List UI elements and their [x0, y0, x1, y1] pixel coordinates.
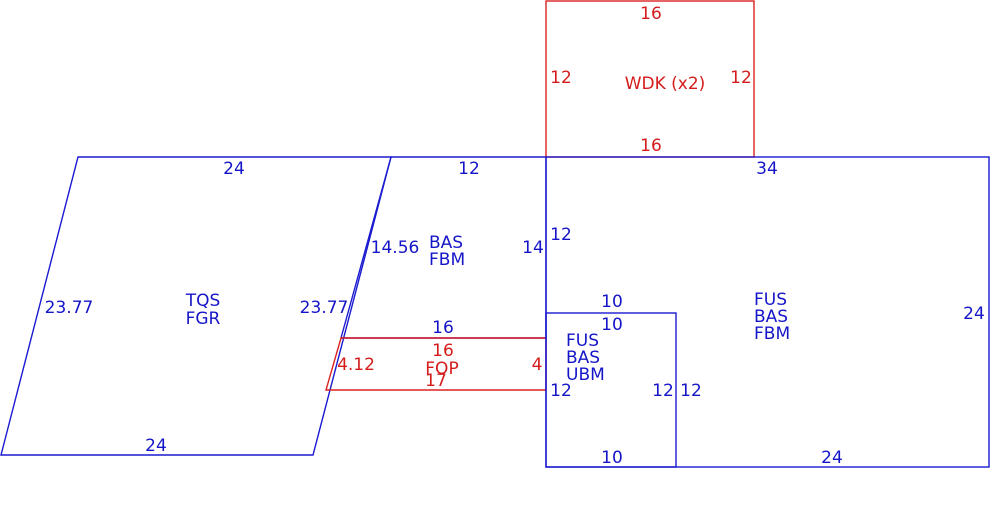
fus-bas-ubm-outline	[545, 312, 677, 468]
tqs-name-line1: TQS	[185, 291, 221, 311]
tqs-left-dim: 23.77	[45, 298, 94, 318]
fop-right-dim: 4	[532, 355, 543, 375]
fus-bas-ubm-name-line2: BAS	[566, 348, 600, 368]
fop-left-dim: 4.12	[337, 355, 375, 375]
bas-fbm-right-dim: 14	[522, 238, 544, 258]
fus-bas-fbm-name-line1: FUS	[754, 290, 787, 310]
wdk-left-dim: 12	[550, 68, 572, 88]
wdk-name: WDK (x2)	[625, 74, 706, 94]
tqs-right-dim: 23.77	[300, 298, 349, 318]
fop-top-dim: 16	[432, 341, 454, 361]
tqs-top-dim: 24	[223, 159, 245, 179]
fus-bas-fbm-name-line2: BAS	[754, 307, 788, 327]
fus-bas-ubm-bottom-dim: 10	[601, 448, 623, 468]
fus-bas-fbm-top-dim: 34	[756, 159, 778, 179]
fus-bas-fbm-right-dim: 24	[963, 304, 985, 324]
fop-bottom-dim: 17	[425, 371, 447, 391]
wdk-top-dim: 16	[640, 4, 662, 24]
fus-bas-ubm-name-line3: UBM	[566, 365, 605, 385]
bas-fbm-top-dim: 12	[458, 159, 480, 179]
bas-fbm-name-line2: FBM	[429, 250, 465, 270]
fus-bas-ubm-left-dim: 12	[550, 381, 572, 401]
wdk-bottom-dim: 16	[640, 136, 662, 156]
fus-bas-fbm-name-line3: FBM	[754, 324, 790, 344]
fus-bas-fbm-left-dim: 12	[550, 225, 572, 245]
fus-bas-fbm-inner-top-dim: 10	[601, 292, 623, 312]
fop-name: FOP	[425, 359, 458, 379]
fus-bas-fbm-inner-right-dim: 12	[680, 381, 702, 401]
bas-fbm-bottom-dim: 16	[432, 318, 454, 338]
fus-bas-ubm-top-dim: 10	[601, 315, 623, 335]
wdk-right-dim: 12	[730, 68, 752, 88]
fus-bas-fbm-bottom-dim: 24	[821, 448, 843, 468]
bas-fbm-left-dim: 14.56	[371, 238, 420, 258]
bas-fbm-name-line1: BAS	[429, 233, 463, 253]
fus-bas-fbm-outline	[545, 156, 990, 468]
fus-bas-ubm-right-dim: 12	[652, 381, 674, 401]
tqs-fgr-outline	[0, 156, 392, 456]
tqs-name-line2: FGR	[186, 309, 221, 329]
bas-fbm-diagonal	[340, 156, 392, 339]
fus-bas-ubm-name-line1: FUS	[566, 331, 599, 351]
tqs-bottom-dim: 24	[145, 436, 167, 456]
